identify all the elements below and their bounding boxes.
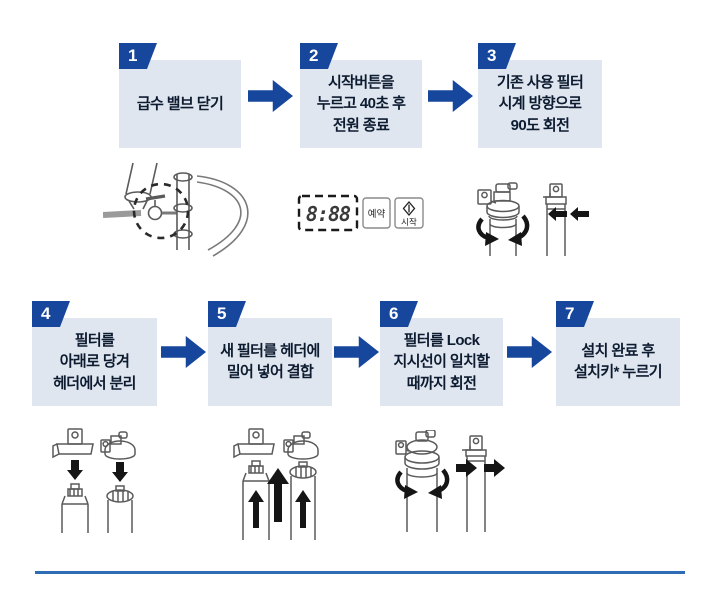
step-box-5: 5 새 필터를 헤더에 밀어 넣어 결합	[208, 318, 332, 406]
bottom-divider	[35, 571, 685, 574]
flow-right-arrow-icon	[248, 80, 293, 112]
filter-header	[56, 443, 94, 455]
step-number-badge: 3	[478, 43, 516, 69]
control-panel-illustration: 8:88 예약 시작	[297, 194, 424, 232]
step-text: 시작버튼을 누르고 40초 후 전원 종료	[316, 74, 406, 134]
sink-pipe	[125, 162, 134, 195]
step-text: 필터를 아래로 당겨 헤더에서 분리	[53, 332, 136, 392]
right-arrow-icon	[456, 459, 477, 477]
up-arrow-icon	[248, 490, 264, 528]
step-number-badge: 2	[300, 43, 338, 69]
left-arrow-icon	[570, 207, 589, 221]
flow-right-arrow-icon	[507, 336, 552, 368]
filter-body	[406, 468, 438, 532]
up-arrow-icon	[295, 490, 311, 528]
step-box-6: 6 필터를 Lock 지시선이 일치할 때까지 회전	[380, 318, 503, 406]
diamond-start-icon	[402, 200, 416, 217]
filter-body	[61, 504, 89, 533]
start-button-label: 시작	[401, 217, 417, 227]
step-text: 필터를 Lock 지시선이 일치할 때까지 회전	[393, 332, 491, 392]
segment-display: 8:88	[306, 202, 351, 226]
valve-body	[147, 205, 163, 221]
reserve-button	[362, 197, 391, 229]
step-number-badge: 7	[556, 301, 594, 327]
valve-close-illustration	[103, 162, 249, 257]
flow-right-arrow-icon	[161, 336, 206, 368]
display-dashed-frame	[297, 194, 359, 232]
up-arrow-icon	[267, 468, 289, 522]
down-arrow-icon	[67, 460, 83, 480]
lock-filter-illustration	[395, 430, 505, 532]
step-number-badge: 4	[32, 301, 70, 327]
step-text: 설치 완료 후 설치키* 누르기	[573, 342, 663, 381]
flow-right-arrow-icon	[334, 336, 379, 368]
attach-filter-illustration	[233, 428, 319, 540]
filter-body	[242, 481, 270, 540]
filter-header	[406, 439, 438, 455]
step-number-badge: 6	[380, 301, 418, 327]
step-box-2: 2 시작버튼을 누르고 40초 후 전원 종료	[300, 60, 422, 148]
reserve-button-label: 예약	[368, 208, 386, 220]
drain-hose	[196, 175, 249, 257]
filter-header	[104, 440, 136, 460]
valve-handle	[145, 194, 166, 201]
filter-cap	[486, 199, 520, 213]
down-arrow-icon	[112, 462, 128, 482]
filter-header	[287, 440, 319, 460]
step-number-badge: 1	[119, 43, 157, 69]
start-button	[394, 197, 424, 229]
step-text: 기존 사용 필터 시계 방향으로 90도 회전	[496, 74, 584, 134]
detach-filter-illustration	[52, 428, 136, 533]
step-box-3: 3 기존 사용 필터 시계 방향으로 90도 회전	[478, 60, 602, 148]
flow-right-arrow-icon	[428, 80, 473, 112]
step-box-1: 1 급수 밸브 닫기	[119, 60, 241, 148]
step-number-badge: 5	[208, 301, 246, 327]
step-text: 급수 밸브 닫기	[136, 95, 224, 113]
right-arrow-icon	[484, 459, 505, 477]
dashed-circle-highlight	[132, 182, 190, 240]
filter-header	[237, 443, 275, 455]
step-box-4: 4 필터를 아래로 당겨 헤더에서 분리	[32, 318, 157, 406]
rotate-filter-illustration	[476, 182, 589, 256]
step-text: 새 필터를 헤더에 밀어 넣어 결합	[220, 342, 320, 381]
step-box-7: 7 설치 완료 후 설치키* 누르기	[556, 318, 680, 406]
left-arrow-icon	[548, 207, 567, 221]
